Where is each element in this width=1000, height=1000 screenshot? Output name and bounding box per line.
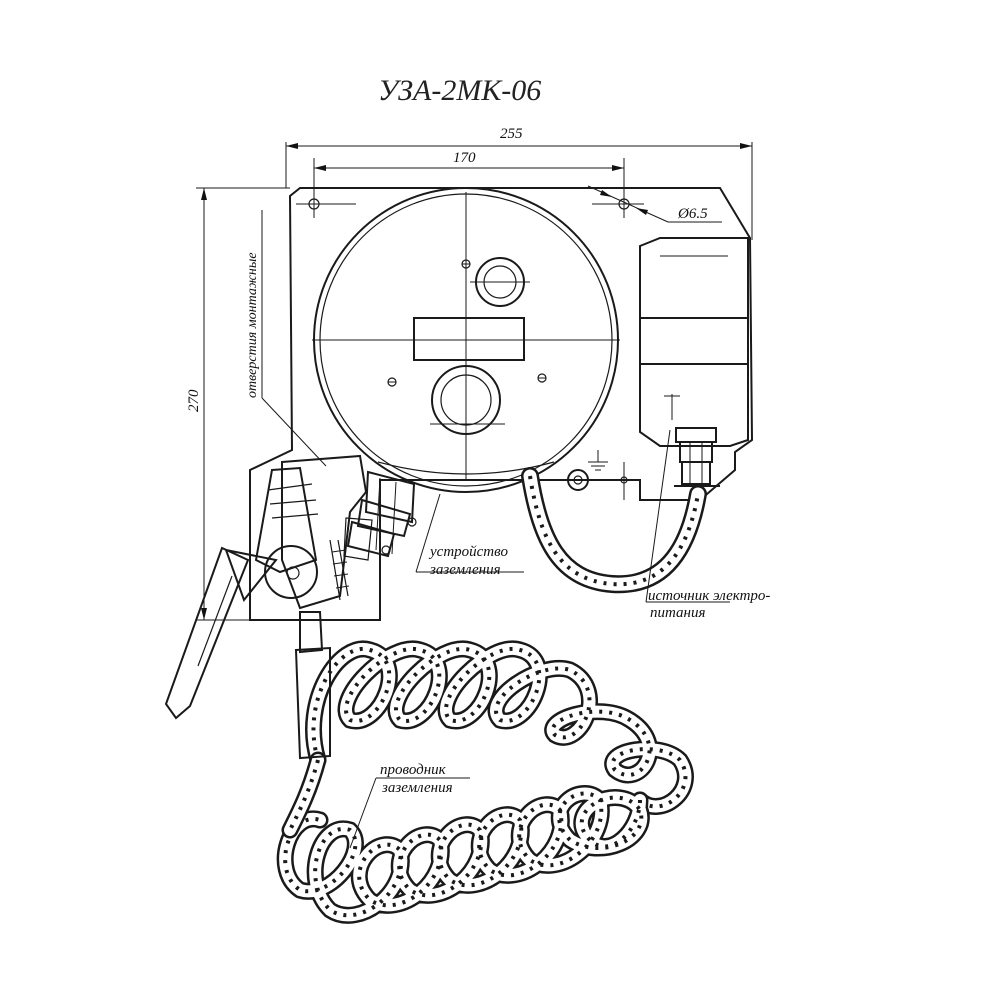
grounding-clamp [164, 454, 373, 720]
grounding-device-label-1: устройство [428, 544, 508, 560]
power-source-label-2: питания [650, 605, 705, 621]
base-plate [249, 187, 754, 621]
coil-strand-braid [311, 646, 688, 809]
drawing-title: УЗА-2МК-06 [378, 74, 541, 107]
dimension-170: 170 [313, 150, 625, 218]
power-source-label-1: источник электро- [648, 588, 770, 604]
ground-wire-callout: проводник заземления [349, 762, 470, 849]
mounting-hole-left [296, 190, 356, 218]
grounding-device-connector [346, 470, 417, 558]
clamp-handle [294, 646, 331, 760]
ground-symbol-icon [588, 450, 608, 471]
grounding-device-label-2: заземления [429, 562, 501, 578]
reel-screw-left [387, 377, 397, 387]
ground-terminal-screw [562, 462, 628, 500]
dimension-255: 255 [285, 126, 753, 240]
ground-wire-label-2: заземления [381, 780, 453, 796]
mounting-hole-right [592, 190, 644, 218]
dimension-170-label: 170 [453, 150, 476, 166]
clamp-spring [329, 539, 350, 601]
hole-diameter-label: Ø6.5 [677, 206, 708, 222]
ground-wire-label-1: проводник [380, 762, 447, 778]
reel-screw-right [537, 373, 547, 383]
dimension-255-label: 255 [500, 126, 523, 142]
coil-strand-braid [288, 759, 320, 831]
dimension-270-label: 270 [186, 389, 202, 412]
grounding-wire-coil [276, 640, 694, 924]
reel-upper-boss [470, 257, 530, 307]
power-source-callout: источник электро- питания [645, 429, 770, 621]
power-source-box [639, 237, 749, 487]
power-connector [674, 427, 720, 487]
grounding-device-callout: устройство заземления [415, 493, 524, 578]
dimension-270: 270 [186, 187, 290, 621]
reel-drum [312, 187, 620, 493]
mounting-holes-callout: отверстия монтажные [245, 210, 327, 467]
mounting-holes-label: отверстия монтажные [245, 252, 260, 398]
reel-lower-boss [430, 365, 505, 435]
reel-label-window [413, 317, 525, 361]
coil-strand-fill [279, 787, 648, 922]
reel-screw-top [461, 259, 471, 269]
